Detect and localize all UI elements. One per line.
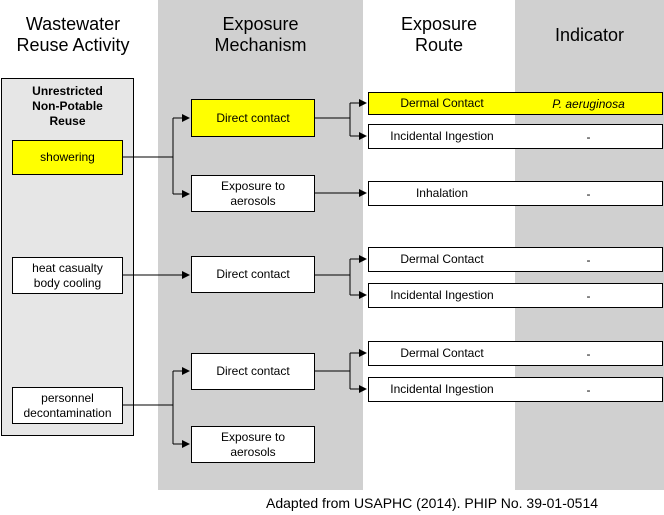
route-1-label: Dermal Contact [400, 96, 484, 110]
route-incidental-ingestion-2: Incidental Ingestion [368, 283, 516, 308]
activity-decon-line2: decontamination [23, 405, 112, 420]
indicator-cell-1: P. aeruginosa [515, 92, 663, 115]
route-dermal-contact-3: Dermal Contact [368, 341, 516, 366]
indicator-cell-3: - [515, 181, 663, 206]
header-route: Exposure Route [363, 14, 515, 56]
mechanism-1-label: Direct contact [216, 110, 290, 125]
mechanism-column-band [158, 0, 363, 490]
indicator-5-value: - [586, 288, 591, 303]
activity-heat-casualty-line2: body cooling [33, 275, 102, 290]
activity-showering-label: showering [40, 150, 95, 164]
group-title-line1: Unrestricted [32, 84, 103, 98]
indicator-cell-7: - [515, 377, 663, 402]
mechanism-direct-contact-1: Direct contact [191, 99, 315, 137]
mechanism-3-label: Direct contact [216, 267, 290, 281]
activity-decon-line1: personnel [41, 390, 94, 405]
route-incidental-ingestion-3: Incidental Ingestion [368, 377, 516, 402]
header-activity-line2: Reuse Activity [16, 35, 130, 55]
route-7-label: Incidental Ingestion [390, 382, 494, 396]
header-mechanism: Exposure Mechanism [158, 14, 363, 56]
indicator-4-value: - [586, 252, 591, 267]
group-title-line2: Non-Potable [32, 99, 103, 113]
mechanism-aerosols-2: Exposure to aerosols [191, 426, 315, 463]
route-5-label: Incidental Ingestion [390, 288, 494, 302]
group-title-line3: Reuse [49, 114, 86, 128]
indicator-1-value: P. aeruginosa [552, 96, 625, 111]
header-activity-line1: Wastewater [25, 14, 121, 34]
mechanism-aerosols-1: Exposure to aerosols [191, 175, 315, 212]
group-title: Unrestricted Non-Potable Reuse [1, 84, 134, 129]
source-caption: Adapted from USAPHC (2014). PHIP No. 39-… [266, 495, 599, 511]
mechanism-4-label: Direct contact [216, 364, 290, 378]
mechanism-2-line2: aerosols [230, 193, 276, 208]
indicator-cell-6: - [515, 341, 663, 366]
indicator-7-value: - [586, 382, 591, 397]
route-2-label: Incidental Ingestion [390, 129, 494, 143]
indicator-column-band [515, 0, 664, 490]
mechanism-direct-contact-3: Direct contact [191, 353, 315, 390]
mechanism-5-line1: Exposure to [220, 429, 286, 444]
indicator-6-value: - [586, 346, 591, 361]
header-route-line2: Route [414, 35, 464, 55]
indicator-cell-5: - [515, 283, 663, 308]
route-inhalation: Inhalation [368, 181, 516, 206]
mechanism-5-line2: aerosols [230, 444, 276, 459]
header-indicator-text: Indicator [554, 25, 625, 45]
header-activity: Wastewater Reuse Activity [0, 14, 146, 56]
route-3-label: Inhalation [415, 186, 469, 200]
indicator-2-value: - [586, 129, 591, 144]
header-indicator: Indicator [515, 25, 664, 46]
header-mechanism-line2: Mechanism [214, 35, 307, 55]
activity-personnel-decontamination: personnel decontamination [12, 387, 123, 424]
indicator-cell-2: - [515, 124, 663, 149]
activity-showering: showering [12, 140, 123, 175]
indicator-3-value: - [586, 186, 591, 201]
header-mechanism-line1: Exposure [222, 14, 299, 34]
route-6-label: Dermal Contact [400, 346, 484, 360]
route-4-label: Dermal Contact [400, 252, 484, 266]
mechanism-2-line1: Exposure to [220, 178, 286, 193]
activity-heat-casualty: heat casualty body cooling [12, 257, 123, 294]
indicator-cell-4: - [515, 247, 663, 272]
route-incidental-ingestion-1: Incidental Ingestion [368, 124, 516, 149]
route-dermal-contact-1: Dermal Contact [368, 92, 516, 115]
activity-heat-casualty-line1: heat casualty [32, 260, 103, 275]
mechanism-direct-contact-2: Direct contact [191, 256, 315, 293]
route-dermal-contact-2: Dermal Contact [368, 247, 516, 272]
header-route-line1: Exposure [400, 14, 478, 34]
